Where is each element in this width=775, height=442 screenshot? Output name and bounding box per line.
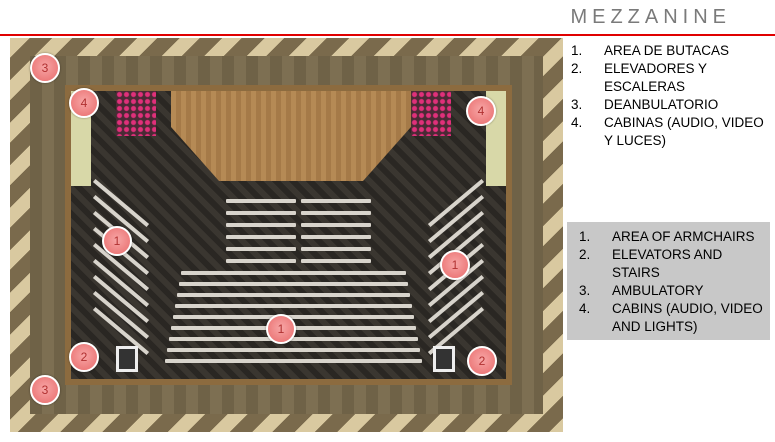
- marker-4: 4: [466, 96, 496, 126]
- legend-item: 2.ELEVADORES Y ESCALERAS: [571, 61, 707, 94]
- seat-row: [167, 348, 420, 352]
- planter: [116, 91, 156, 136]
- hall-frame: [65, 85, 512, 385]
- marker-3: 3: [30, 53, 60, 83]
- seat-row: [226, 235, 296, 239]
- seat-row: [169, 337, 418, 341]
- legend-item: 4.CABINAS (AUDIO, VIDEO Y LUCES): [571, 115, 764, 148]
- planter: [411, 91, 451, 136]
- seat-row: [226, 259, 296, 263]
- seat-row: [226, 247, 296, 251]
- legend-item: 4.CABINS (AUDIO, VIDEO AND LIGHTS): [579, 301, 763, 334]
- title-divider: [0, 34, 775, 36]
- marker-2: 2: [69, 342, 99, 372]
- seat-row: [175, 304, 412, 308]
- floor-plan: 3 4 4 1 1 1 2 2 3: [10, 38, 563, 432]
- legend-item: 1.AREA OF ARMCHAIRS: [579, 229, 755, 244]
- seat-row: [301, 235, 371, 239]
- seat-row: [177, 293, 410, 297]
- seat-row: [226, 199, 296, 203]
- legend-item: 2.ELEVATORS AND STAIRS: [579, 247, 723, 280]
- seat-row: [181, 271, 406, 275]
- seat-row: [226, 223, 296, 227]
- seat-row: [301, 259, 371, 263]
- legend-item: 1.AREA DE BUTACAS: [571, 43, 730, 58]
- seat-row: [301, 247, 371, 251]
- legend-item: 3.DEANBULATORIO: [571, 97, 719, 112]
- seat-row: [301, 211, 371, 215]
- stage: [171, 91, 411, 181]
- marker-4: 4: [69, 88, 99, 118]
- marker-1: 1: [266, 314, 296, 344]
- legend-item: 3.AMBULATORY: [579, 283, 704, 298]
- seat-row: [179, 282, 408, 286]
- stair-block: [433, 346, 455, 372]
- seat-row: [301, 199, 371, 203]
- stair-block: [116, 346, 138, 372]
- marker-1: 1: [440, 250, 470, 280]
- seat-row: [173, 315, 414, 319]
- legend-english: 1.AREA OF ARMCHAIRS 2.ELEVATORS AND STAI…: [567, 222, 770, 340]
- legend-spanish: 1.AREA DE BUTACAS 2.ELEVADORES Y ESCALER…: [571, 42, 771, 150]
- marker-2: 2: [467, 346, 497, 376]
- seat-row: [165, 359, 422, 363]
- marker-3: 3: [30, 375, 60, 405]
- marker-1: 1: [102, 226, 132, 256]
- seat-row: [226, 211, 296, 215]
- seat-row: [301, 223, 371, 227]
- slide-title: MEZZANINE: [570, 6, 731, 28]
